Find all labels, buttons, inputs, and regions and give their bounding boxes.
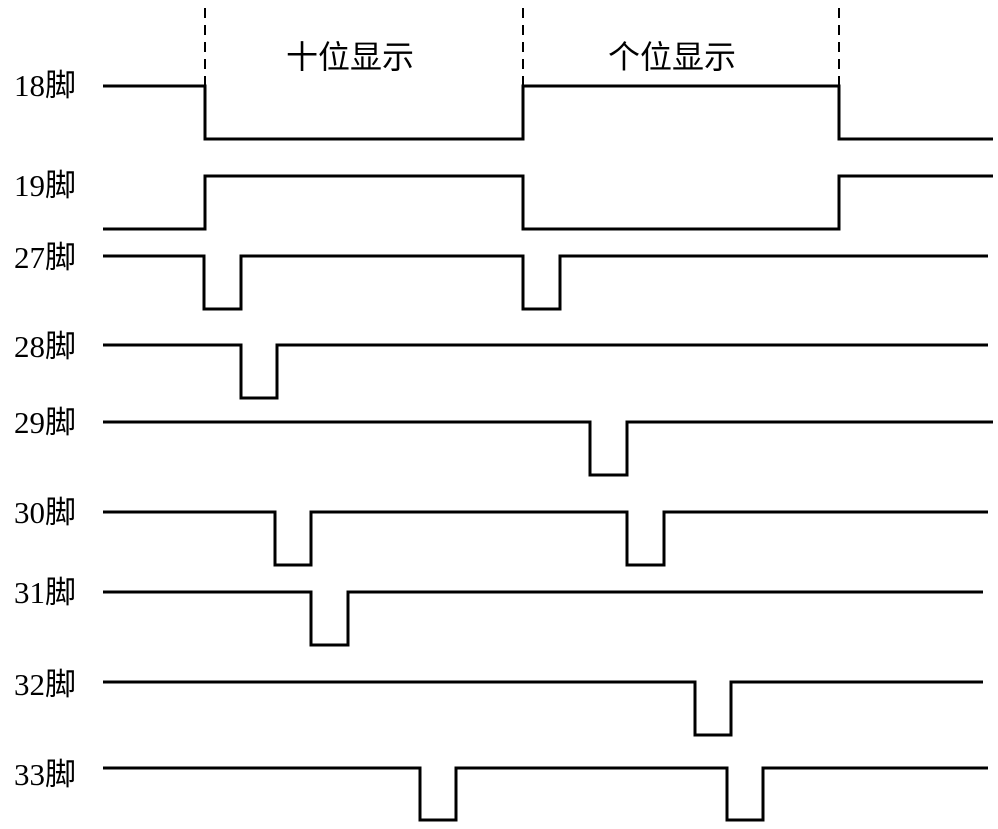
pin-label-28: 28脚 — [14, 329, 76, 364]
waveform-pin-32 — [103, 680, 983, 737]
pin-label-31: 31脚 — [14, 575, 76, 610]
pin-label-18: 18脚 — [14, 68, 76, 103]
pin-label-29: 29脚 — [14, 405, 76, 440]
phase-label-tens: 十位显示 — [286, 38, 414, 76]
waveform-pin-28 — [103, 343, 988, 400]
waveform-pin-18 — [103, 84, 993, 141]
pin-label-30: 30脚 — [14, 495, 76, 530]
waveform-pin-33 — [103, 766, 988, 822]
waveform-pin-27 — [103, 254, 988, 311]
waveform-pin-31 — [103, 590, 983, 647]
pin-label-33: 33脚 — [14, 757, 76, 792]
pin-label-19: 19脚 — [14, 168, 76, 203]
pin-label-27: 27脚 — [14, 240, 76, 275]
waveform-pin-29 — [103, 420, 993, 477]
waveform-pin-19 — [103, 174, 993, 231]
pin-label-32: 32脚 — [14, 667, 76, 702]
phase-label-units: 个位显示 — [608, 38, 736, 76]
waveform-pin-30 — [103, 510, 988, 567]
